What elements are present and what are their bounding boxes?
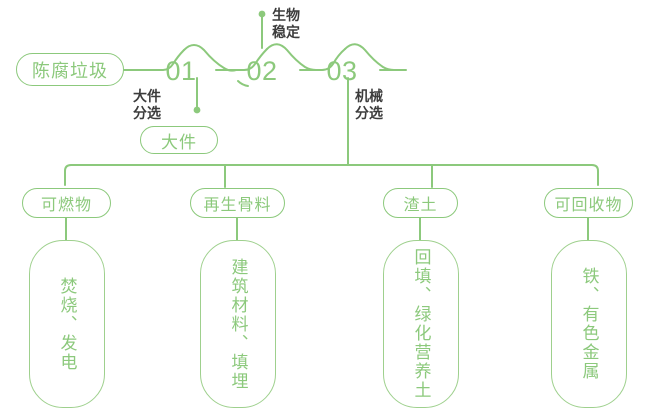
- output-pill-4-label: 可回收物: [554, 197, 623, 214]
- step-number-03: 03: [326, 56, 357, 86]
- output-pill-2[interactable]: 再生骨料: [190, 188, 285, 218]
- node-bulky-output[interactable]: 大件: [140, 126, 218, 154]
- node-source-waste[interactable]: 陈腐垃圾: [16, 53, 124, 86]
- output-pill-1-label: 可燃物: [40, 197, 92, 214]
- step-number-01: 01: [165, 56, 196, 86]
- step-caption-03: 机械 分选: [355, 88, 383, 121]
- output-detail-box-4[interactable]: 铁、有色金属: [551, 240, 627, 408]
- output-detail-box-3[interactable]: 回填、绿化营养土: [383, 240, 459, 408]
- node-03-arc-left: [321, 48, 346, 71]
- node-01-arc-left: [162, 49, 185, 71]
- distribution-bus: [64, 164, 599, 186]
- bio-connector-dot: [258, 10, 266, 18]
- output-detail-text-2: 建筑材料、填埋: [228, 257, 248, 391]
- output-detail-box-2[interactable]: 建筑材料、填埋: [200, 240, 276, 408]
- step-number-02: 02: [246, 56, 277, 86]
- output-detail-text-1: 焚烧、发电: [57, 276, 77, 372]
- output-pill-1[interactable]: 可燃物: [22, 188, 111, 218]
- step-caption-02: 生物 稳定: [272, 7, 300, 40]
- output-pill-4[interactable]: 可回收物: [544, 188, 633, 218]
- output-pill-3[interactable]: 渣土: [383, 188, 458, 218]
- output-pill-2-label: 再生骨料: [203, 197, 272, 214]
- output-detail-text-4: 铁、有色金属: [579, 267, 599, 381]
- bulky-connector-dot: [193, 106, 201, 114]
- output-pill-3-label: 渣土: [403, 197, 438, 214]
- node-bulky-output-label: 大件: [161, 132, 197, 152]
- output-detail-text-3: 回填、绿化营养土: [411, 248, 431, 400]
- step-caption-01: 大件 分选: [133, 88, 161, 121]
- node-source-waste-label: 陈腐垃圾: [32, 60, 108, 81]
- node-02-arc-tail: [237, 80, 249, 87]
- node-02-arc-left: [243, 48, 268, 71]
- output-detail-box-1[interactable]: 焚烧、发电: [29, 240, 105, 408]
